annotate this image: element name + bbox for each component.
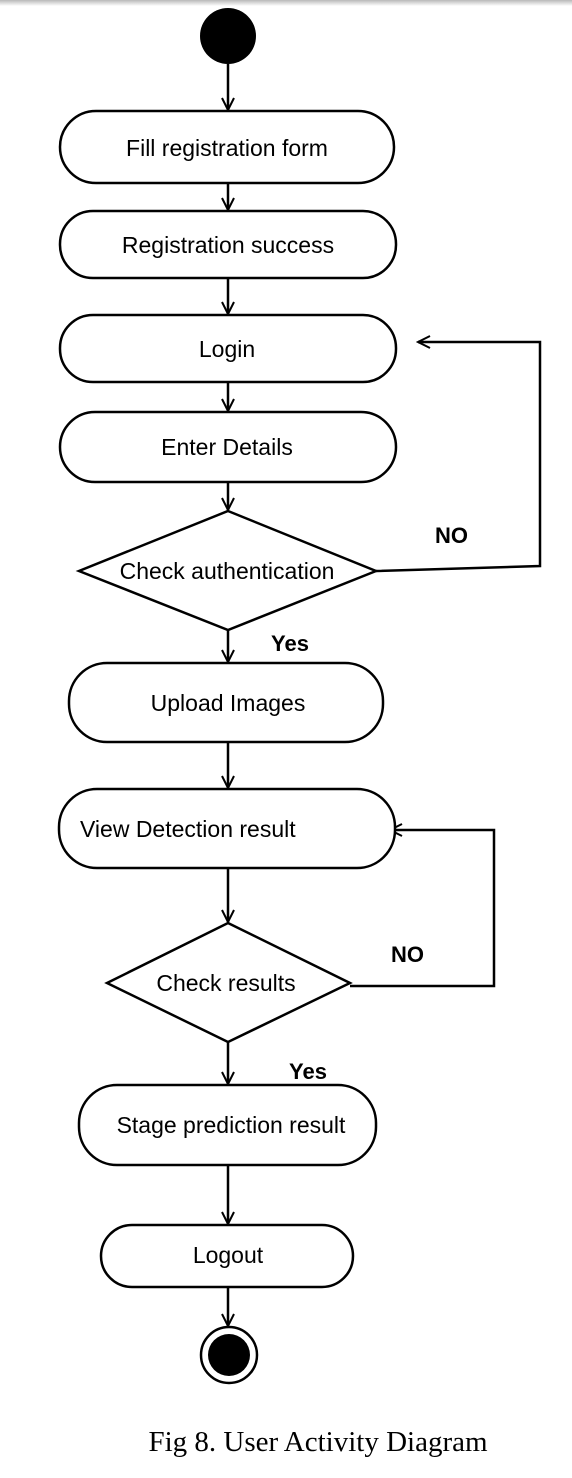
label-logout: Logout [193, 1242, 264, 1268]
final-node [208, 1334, 250, 1376]
action-login [58, 313, 398, 384]
guard-auth-yes: Yes [271, 631, 309, 656]
guard-auth-no: NO [435, 523, 468, 548]
activity-diagram: Fill registration form Registration succ… [57, 8, 542, 1385]
flow-arrow-results-no-to-view [350, 830, 496, 988]
initial-node [200, 8, 256, 64]
decision-check-authentication [75, 509, 380, 632]
guard-results-yes: Yes [289, 1059, 327, 1084]
action-fill-registration-form [58, 109, 396, 185]
guard-results-no: NO [391, 942, 424, 967]
label-enter-details: Enter Details [161, 434, 293, 460]
label-upload-images: Upload Images [151, 690, 306, 716]
label-view-detection-result: View Detection result [80, 816, 296, 842]
label-fill-registration-form: Fill registration form [126, 135, 328, 161]
label-check-authentication: Check authentication [120, 558, 335, 584]
action-stage-prediction-result [77, 1083, 378, 1167]
figure-caption: Fig 8. User Activity Diagram [148, 1426, 488, 1458]
label-registration-success: Registration success [122, 232, 334, 258]
action-enter-details [58, 410, 398, 484]
action-upload-images [67, 661, 385, 744]
label-login: Login [199, 336, 255, 362]
action-registration-success [58, 209, 398, 280]
action-logout [99, 1223, 355, 1289]
label-check-results: Check results [156, 970, 295, 996]
label-stage-prediction-result: Stage prediction result [117, 1112, 346, 1138]
flow-arrow-auth-no-to-login [375, 342, 542, 573]
action-view-detection-result [57, 787, 397, 870]
decision-check-results [104, 921, 353, 1044]
page-top-edge [0, 0, 572, 6]
